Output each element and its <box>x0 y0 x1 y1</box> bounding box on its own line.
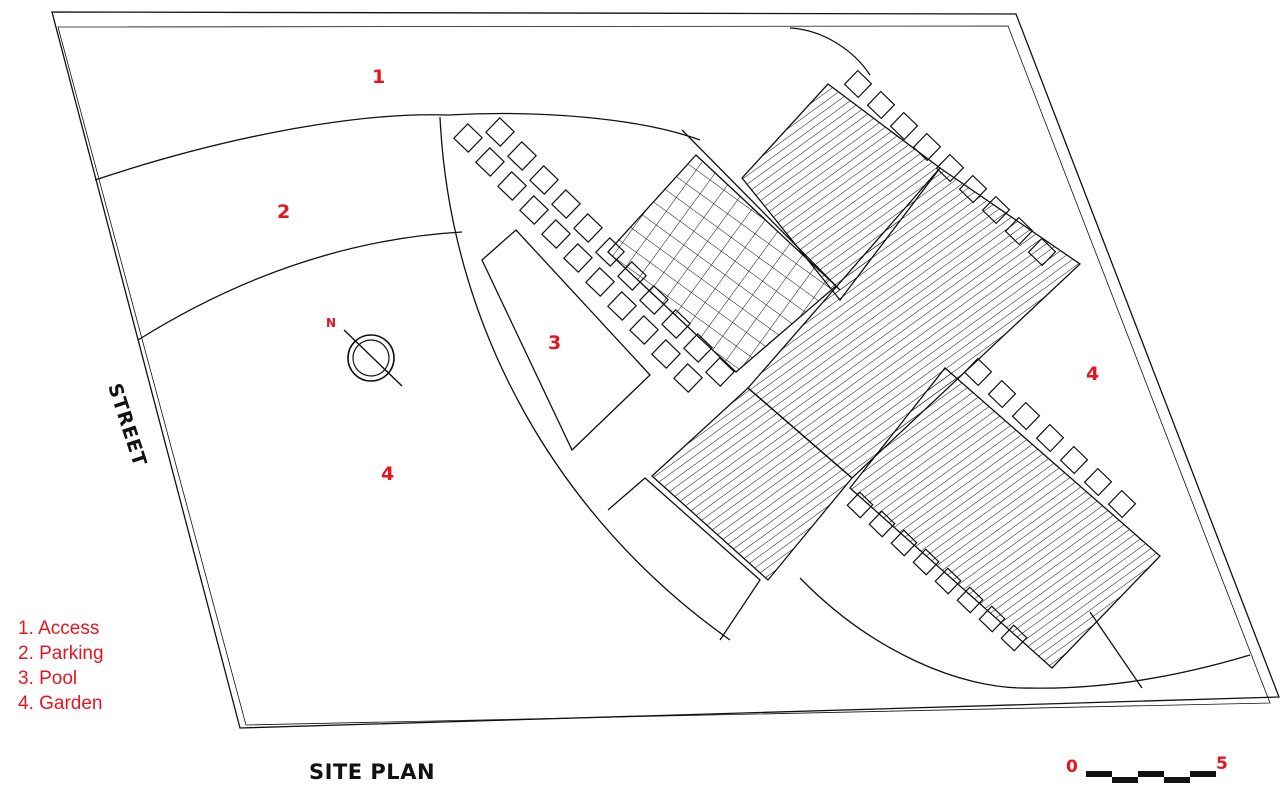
paver-tile <box>551 189 581 219</box>
legend-item-garden: 4. Garden <box>18 693 103 714</box>
legend-item-pool: 3. Pool <box>18 668 78 689</box>
parking-edge <box>137 231 463 341</box>
scale-bar: 0 5 <box>1066 754 1228 783</box>
zone-label-access: 1 <box>372 66 385 88</box>
paver-tile <box>705 357 735 387</box>
access-road-curb <box>447 112 701 141</box>
paver-tile <box>651 339 681 369</box>
paver-tile <box>673 363 703 393</box>
deck-south-wing <box>849 367 1161 669</box>
garden-lens-west <box>439 116 731 641</box>
paver-tile <box>843 69 873 99</box>
zone-label-garden-west: 4 <box>381 463 394 485</box>
north-label: N <box>326 316 336 330</box>
zone-label-pool: 3 <box>548 332 561 354</box>
site-boundary <box>51 11 1280 729</box>
legend-item-access: 1. Access <box>18 618 100 639</box>
paver-tile <box>1011 401 1041 431</box>
house-decking <box>607 83 1161 669</box>
garden-lens-south <box>799 577 1251 689</box>
access-road-corner <box>789 27 871 76</box>
zone-label-parking: 2 <box>277 201 290 223</box>
paver-tile <box>529 165 559 195</box>
paver-tile <box>563 243 593 273</box>
paver-tile <box>497 171 527 201</box>
scale-end-label: 5 <box>1216 754 1228 774</box>
legend-item-parking: 2. Parking <box>18 643 104 664</box>
paver-tile <box>1059 445 1089 475</box>
paver-tile <box>453 123 483 153</box>
paver-tile <box>607 291 637 321</box>
paver-tile <box>629 315 659 345</box>
lower-ramp <box>607 477 761 641</box>
pergola-grid <box>607 154 837 373</box>
street-label: STREET <box>103 381 151 470</box>
scale-start-label: 0 <box>1066 757 1078 777</box>
ramp-edge <box>1089 611 1143 689</box>
paver-tile <box>507 141 537 171</box>
paver-tile <box>573 213 603 243</box>
access-road-edge <box>94 114 449 181</box>
drawing-title: SITE PLAN <box>309 760 436 784</box>
paver-tile <box>585 267 615 297</box>
legend: 1. Access 2. Parking 3. Pool 4. Garden <box>18 616 104 716</box>
paver-tile <box>1107 489 1137 519</box>
pool-outline <box>481 229 651 452</box>
paver-tile <box>1035 423 1065 453</box>
paver-tile <box>866 90 896 120</box>
north-arrow: N <box>326 316 403 387</box>
paver-tile <box>987 379 1017 409</box>
paver-tile <box>485 117 515 147</box>
paver-tile <box>1083 467 1113 497</box>
site-boundary-inner <box>57 25 1271 726</box>
paver-tile <box>889 111 919 141</box>
pergola-beam <box>681 129 841 291</box>
paver-tile <box>519 195 549 225</box>
paver-tile <box>475 147 505 177</box>
deck-west-wing <box>651 387 853 581</box>
zone-label-garden-east: 4 <box>1086 363 1099 385</box>
paver-tile <box>541 219 571 249</box>
